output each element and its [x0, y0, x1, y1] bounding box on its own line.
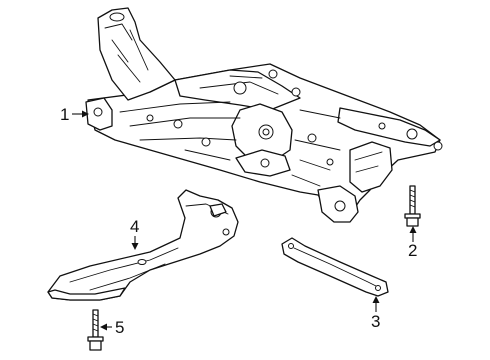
callout-2-arrow [409, 226, 417, 233]
bracket-lip [47, 287, 126, 301]
callout-5: 5 [100, 318, 124, 337]
bolt5-washer [87, 336, 104, 342]
subframe-left-tower [97, 7, 176, 101]
callout-5-arrow [100, 323, 107, 331]
mounting-bolt[interactable] [404, 185, 421, 227]
subframe-crossmember[interactable] [85, 7, 443, 223]
callout-4: 4 [130, 217, 139, 250]
callout-1-label: 1 [60, 105, 69, 124]
callout-2-label: 2 [408, 241, 417, 260]
callout-3-label: 3 [371, 312, 380, 331]
lower-stiffener-bracket[interactable] [47, 189, 239, 301]
callout-3-arrow [372, 296, 380, 303]
rear-tension-brace[interactable] [281, 237, 389, 297]
brace-body [281, 237, 389, 297]
subframe-right-box [349, 141, 393, 193]
callout-1-arrow [82, 110, 89, 118]
callout-3: 3 [371, 296, 380, 331]
callout-5-label: 5 [115, 318, 124, 337]
callout-4-arrow [131, 243, 139, 250]
tower-top-hole [109, 12, 125, 22]
callout-2: 2 [408, 226, 417, 260]
bolt2-washer [404, 213, 421, 219]
bracket-bolt[interactable] [87, 309, 104, 351]
bolt5-head [89, 340, 102, 351]
callout-1: 1 [60, 105, 89, 124]
bolt2-head [406, 217, 419, 227]
callout-4-label: 4 [130, 217, 139, 236]
